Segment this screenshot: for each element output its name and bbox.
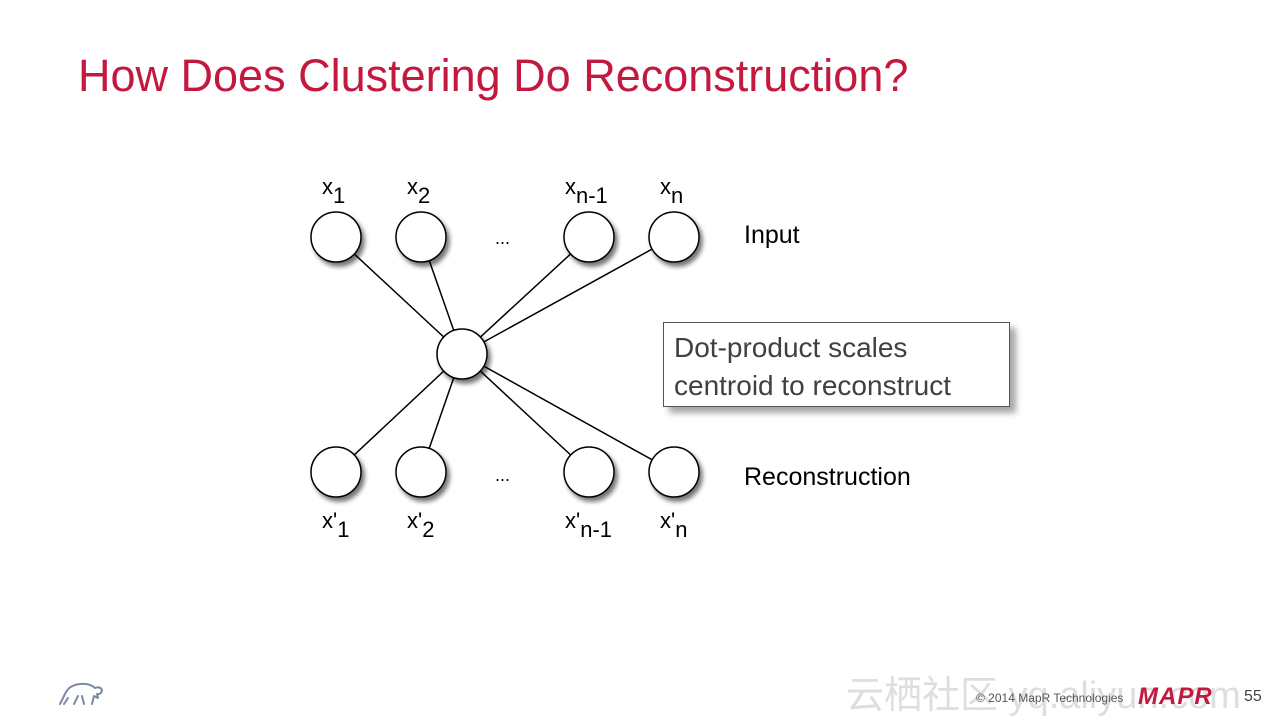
mapr-logo: MAPR: [1138, 683, 1213, 710]
output-label-4: x'n: [660, 508, 687, 542]
input-node-1: [310, 211, 362, 263]
copyright-text: © 2014 MapR Technologies: [976, 691, 1124, 705]
slide-title: How Does Clustering Do Reconstruction?: [78, 50, 909, 101]
input-label-1: x1: [322, 174, 345, 208]
output-label-1: x'1: [322, 508, 349, 542]
input-label-3: xn-1: [565, 174, 608, 208]
output-node-4: [648, 446, 700, 498]
input-node-4: [648, 211, 700, 263]
elephant-logo-icon: [59, 682, 103, 705]
callout-line-2: centroid to reconstruct: [674, 370, 952, 401]
edge-input-3: [461, 236, 590, 355]
page-number: 55: [1244, 688, 1262, 705]
labels: x1 x2 xn-1 xn x'1 x'2 x'n-1 x'n...... InputRecon…: [322, 174, 911, 542]
edges: [335, 236, 675, 473]
edge-input-4: [461, 236, 675, 355]
nodes: [310, 211, 700, 498]
callout-box: Dot-product scales centroid to reconstru…: [663, 322, 1010, 407]
callout-line-1: Dot-product scales: [674, 332, 908, 363]
centroid-node: [436, 328, 488, 380]
input-row-label: Input: [744, 221, 800, 249]
output-label-3: x'n-1: [565, 508, 612, 542]
output-node-2: [395, 446, 447, 498]
edge-output-4: [461, 353, 675, 473]
output-node-3: [563, 446, 615, 498]
edge-output-1: [335, 353, 463, 473]
reconstruction-row-label: Reconstruction: [744, 463, 911, 491]
input-node-2: [395, 211, 447, 263]
input-node-3: [563, 211, 615, 263]
output-ellipsis: ...: [495, 465, 510, 485]
input-label-4: xn: [660, 174, 683, 208]
edge-input-1: [335, 236, 463, 355]
watermark: 云栖社区 yq.aliyun.com: [846, 675, 1241, 717]
output-label-2: x'2: [407, 508, 434, 542]
input-label-2: x2: [407, 174, 430, 208]
input-ellipsis: ...: [495, 228, 510, 248]
output-node-1: [310, 446, 362, 498]
edge-output-3: [461, 353, 590, 473]
